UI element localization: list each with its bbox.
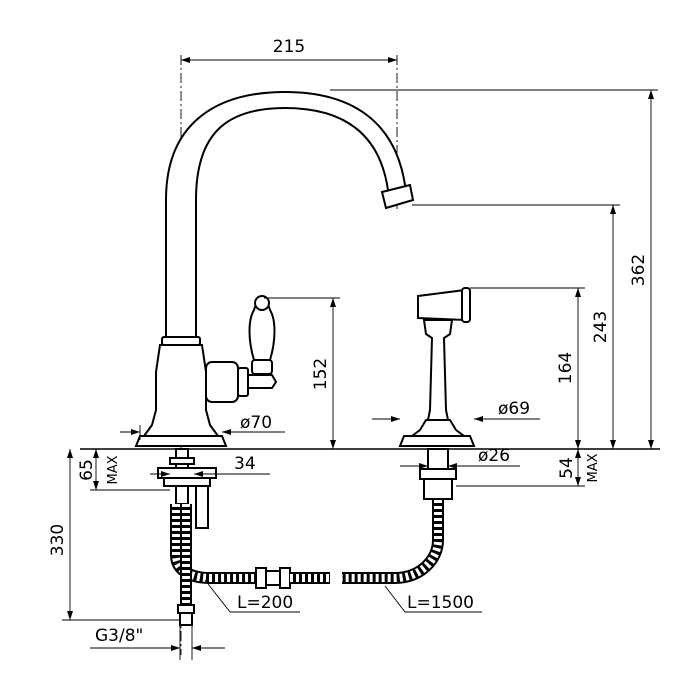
dim-deck-max-left-unit: MAX [106, 455, 121, 484]
dim-hose-length-label: 330 [48, 524, 68, 556]
dim-shank-diameter-label: 34 [234, 454, 256, 474]
dim-spout-reach: 215 [181, 37, 397, 63]
dim-spray-shank-diameter: ø26 [400, 446, 520, 469]
dim-total-height: 362 [330, 89, 658, 449]
dim-spray-height-label: 164 [556, 352, 576, 384]
hose-end-fitting [177, 604, 195, 626]
dim-spray-base-diameter: ø69 [372, 399, 540, 422]
dim-handle-height: 152 [264, 297, 340, 449]
side-spray [398, 287, 476, 447]
faucet-body [134, 90, 415, 447]
spray-hose [342, 500, 444, 584]
dim-deck-max-right-value: 54 [557, 457, 577, 479]
dim-thread: G3/8" [90, 625, 225, 660]
dim-thread-label: G3/8" [95, 626, 143, 646]
dim-spout-reach-label: 215 [273, 37, 305, 57]
supply-hose-label: L=200 [237, 593, 293, 613]
dim-base-diameter: ø70 [120, 413, 285, 440]
dim-handle-height-label: 152 [311, 358, 331, 390]
dim-spray-height: 164 [470, 287, 585, 449]
supply-hose-callout: L=200 [204, 579, 300, 613]
dim-deck-max-left-value: 65 [77, 459, 97, 481]
dim-outlet-height: 243 [412, 204, 620, 449]
dim-deck-max-right-unit: MAX [586, 453, 601, 482]
dim-total-height-label: 362 [629, 254, 649, 286]
dim-spray-shank-diameter-label: ø26 [478, 446, 510, 466]
dim-hose-length: 330 [48, 449, 180, 621]
dim-deck-max-right: 54 MAX [456, 449, 601, 487]
dim-shank-diameter: 34 [150, 454, 270, 477]
spray-shank [419, 448, 457, 500]
hose-connector [255, 567, 291, 589]
faucet-shank [157, 448, 217, 529]
spray-hose-label: L=1500 [407, 593, 474, 613]
spray-hose-callout: L=1500 [384, 585, 482, 613]
dim-spray-base-diameter-label: ø69 [498, 399, 530, 419]
dim-base-diameter-label: ø70 [240, 413, 272, 433]
dim-deck-max-left: 65 MAX [77, 449, 170, 491]
dim-outlet-height-label: 243 [591, 311, 611, 343]
